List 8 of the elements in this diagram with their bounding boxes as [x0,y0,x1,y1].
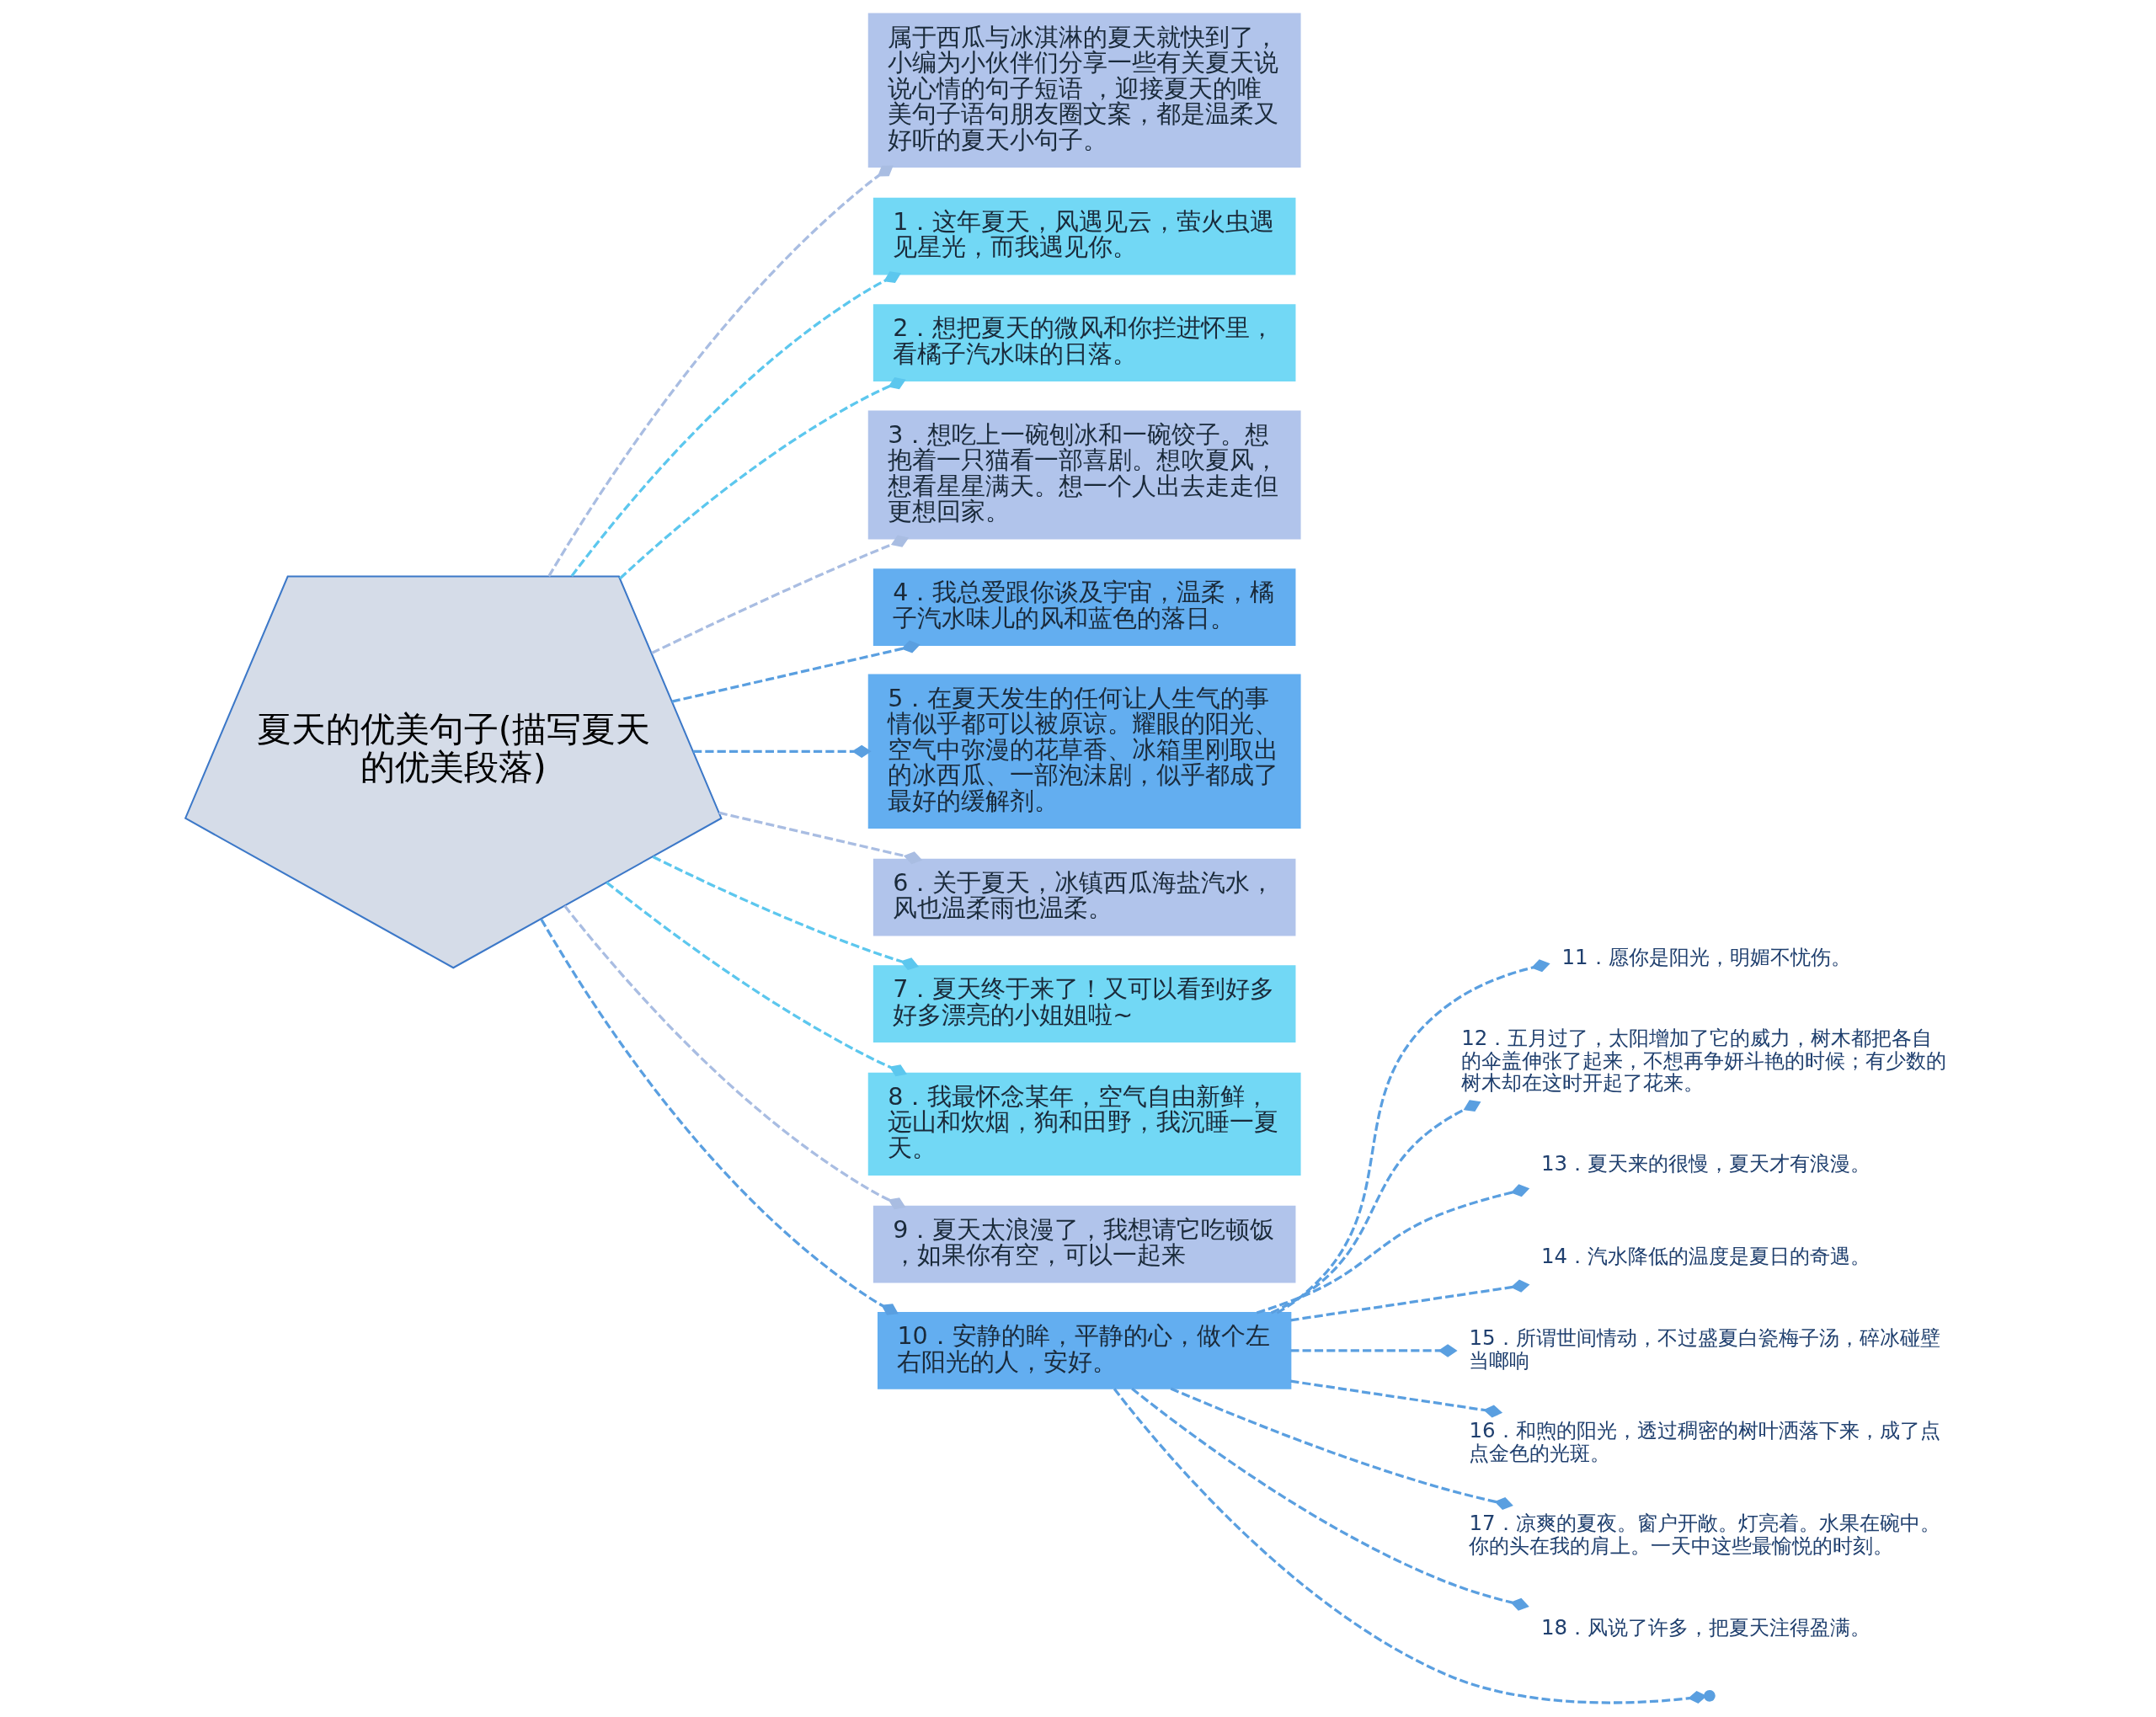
node-text: 15．所谓世间情动，不过盛夏白瓷梅子汤，碎冰碰壁当啷响 [1468,1325,1940,1373]
node-text: 14．汽水降低的温度是夏日的奇遇。 [1540,1244,1870,1269]
node-text: 13．夏天来的很慢，夏天才有浪漫。 [1540,1151,1870,1176]
node-text: 17．凉爽的夏夜。窗户开敞。灯亮着。水果在碗中。你的头在我的肩上。一天中这些最愉悦的时刻。 [1468,1511,1940,1558]
node-text: 12．五月过了，太阳增加了它的威力，树木都把各自的伞盖伸张了起来，不想再争妍斗艳的时候；有少数的树木却在这时开起了花来。 [1460,1026,1946,1096]
node-text: 11．愿你是阳光，明媚不忧伤。 [1561,945,1851,970]
node-text: 16．和煦的阳光，透过稠密的树叶洒落下来，成了点点金色的光斑。 [1468,1418,1940,1465]
node-text: 18．风说了许多，把夏天注得盈满。 [1540,1614,1870,1640]
